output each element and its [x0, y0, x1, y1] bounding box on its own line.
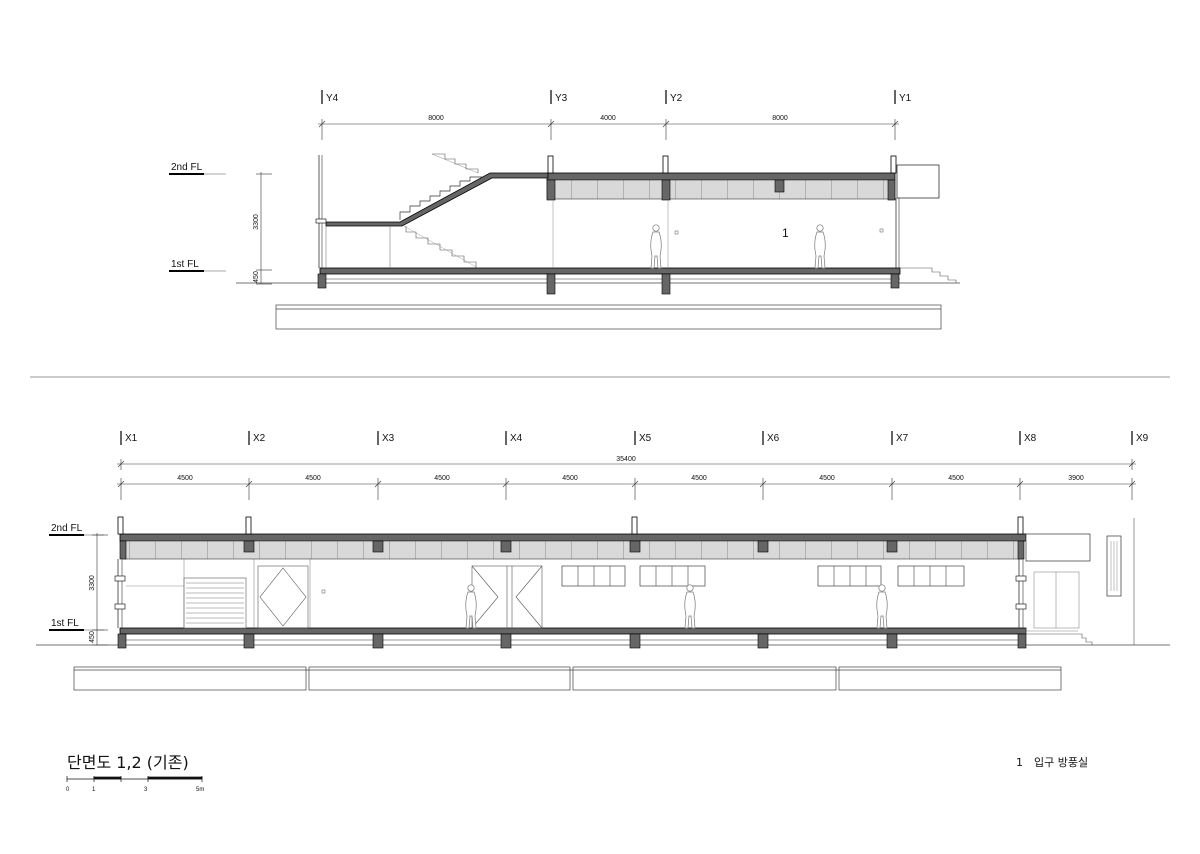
scale-label: 1	[92, 787, 96, 793]
height-dim-450: 450	[89, 631, 96, 643]
scale-label: 5m	[196, 787, 204, 793]
height-dim-450: 450	[253, 271, 260, 283]
floor-label-2nd: 2nd FL	[171, 162, 203, 173]
grid-label-x6: X6	[767, 433, 780, 444]
room-number-1: 1	[782, 226, 789, 240]
dimension-x5-x6: 4500	[691, 475, 707, 482]
grid-label-y3: Y3	[555, 93, 568, 104]
grid-label-x8: X8	[1024, 433, 1037, 444]
grid-label-x2: X2	[253, 433, 266, 444]
legend-number: 1	[1016, 756, 1023, 769]
section1-structure	[315, 153, 957, 295]
grid-label-x4: X4	[510, 433, 523, 444]
section2-grid-markers	[120, 431, 1133, 445]
person-figure	[876, 584, 888, 629]
grid-label-x3: X3	[382, 433, 395, 444]
section2-structure	[114, 516, 1135, 649]
grid-label-x9: X9	[1136, 433, 1149, 444]
floor-label-1st: 1st FL	[51, 618, 79, 629]
floor-label-1st: 1st FL	[171, 259, 199, 270]
dimension-x1-x2: 4500	[177, 475, 193, 482]
section1-ground	[236, 282, 960, 330]
person-figure	[650, 224, 662, 269]
section2-dimension-lines	[117, 459, 1136, 500]
scale-label: 3	[144, 787, 148, 793]
dimension-x3-x4: 4500	[434, 475, 450, 482]
height-dim-3300: 3300	[89, 575, 96, 591]
section1-grid-markers	[321, 90, 896, 104]
section1-dimension-line	[318, 119, 899, 140]
person-figure	[814, 224, 826, 269]
dimension-x7-x8: 4500	[948, 475, 964, 482]
dimension-x8-x9: 3900	[1068, 475, 1084, 482]
dimension-x6-x7: 4500	[819, 475, 835, 482]
person-figure	[465, 584, 477, 629]
person-figure	[684, 584, 696, 629]
dimension-y3-y2: 4000	[600, 115, 616, 122]
drawing-title: 단면도 1,2 (기존)	[67, 753, 189, 772]
height-dim-3300: 3300	[253, 214, 260, 230]
total-dimension: 35400	[616, 456, 636, 463]
dimension-y4-y3: 8000	[428, 115, 444, 122]
floor-label-2nd: 2nd FL	[51, 523, 83, 534]
legend-text: 입구 방풍실	[1034, 756, 1088, 769]
dimension-x2-x3: 4500	[305, 475, 321, 482]
grid-label-y2: Y2	[670, 93, 683, 104]
grid-label-x5: X5	[639, 433, 652, 444]
scale-label: 0	[66, 787, 70, 793]
grid-label-y4: Y4	[326, 93, 339, 104]
dimension-y2-y1: 8000	[772, 115, 788, 122]
grid-label-x7: X7	[896, 433, 909, 444]
grid-label-y1: Y1	[899, 93, 912, 104]
scale-bar	[66, 776, 203, 782]
dimension-x4-x5: 4500	[562, 475, 578, 482]
section2-ground	[36, 644, 1170, 691]
grid-label-x1: X1	[125, 433, 138, 444]
section-2: X1 X2 X3 X4 X5 X6 X7 X8 X9	[36, 431, 1170, 691]
section-1: Y4 Y3 Y2 Y1 8000 4000 8000 2nd FL 1st FL	[169, 90, 960, 330]
